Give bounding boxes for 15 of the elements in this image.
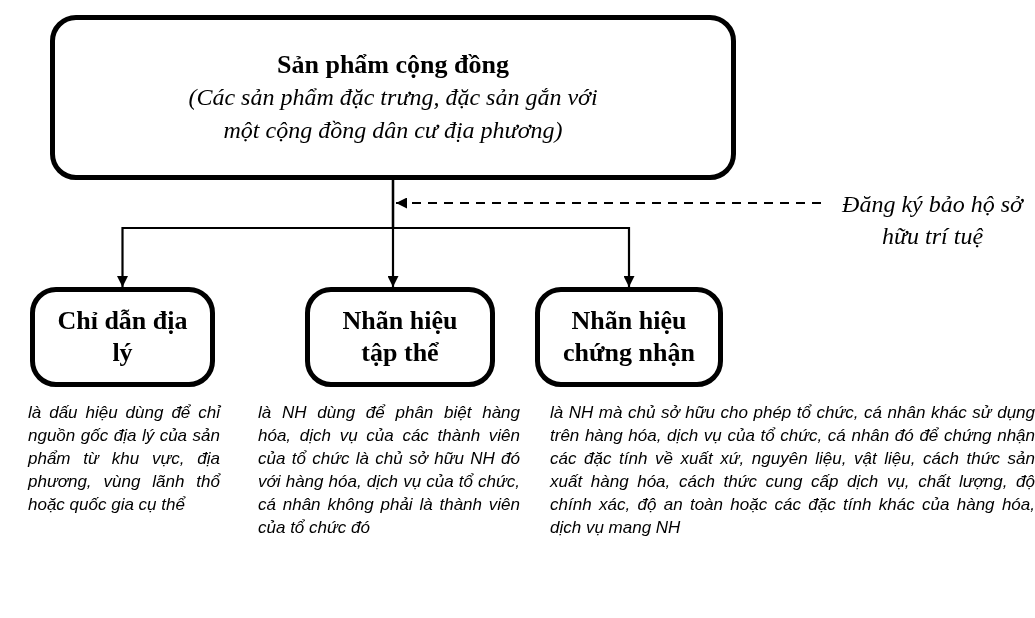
category-box (535, 287, 723, 387)
node-heading: Sản phẩm cộng đồng (277, 48, 509, 81)
title-box (50, 15, 736, 180)
node-heading: Nhãn hiệu chứng nhận (562, 304, 696, 369)
dashed-arrow (396, 197, 821, 209)
node-heading: Nhãn hiệu tập thể (341, 304, 459, 369)
description-text: là NH dùng để phân biệt hàng hóa, dịch vụ của các thành viên của tổ chức là chủ sở hữu NH đó với hàng hóa, dịch vụ của tổ chức, cá nhân không phải là thành viên của tổ chức đó (258, 402, 520, 539)
arrow (391, 180, 635, 287)
node-heading: Chỉ dẫn địa lý (56, 304, 189, 369)
annotation-text: Đăng ký bảo hộ sở hữu trí tuệ (835, 182, 1030, 258)
category-box (305, 287, 495, 387)
description-text: là dấu hiệu dùng để chỉ nguồn gốc địa lý của sản phẩm từ khu vực, địa phương, vùng lãnh thổ hoặc quốc gia cụ thể (28, 402, 220, 516)
description-text: là NH mà chủ sở hữu cho phép tổ chức, cá nhân khác sử dụng trên hàng hóa, dịch vụ của tổ chức, cá nhân đó để chứng nhận các đặc tính về xuất xứ, nguyên liệu, vật liệu, cách thức sản xuất hàng hóa, cách thức cung cấp dịch vụ, chất lượng, độ chính xác, độ an toàn hoặc các đặc tính khác của hàng hóa, dịch vụ mang NH (550, 402, 1035, 539)
node-subtitle: (Các sản phẩm đặc trưng, đặc sản gắn với một cộng đồng dân cư địa phương) (187, 83, 599, 145)
category-box (30, 287, 215, 387)
